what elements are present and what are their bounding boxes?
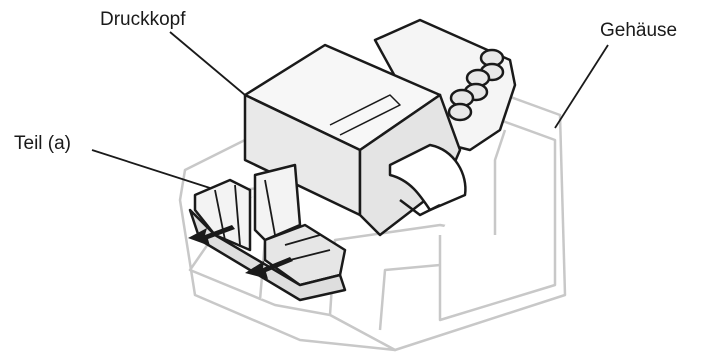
label-print-head: Druckkopf [100, 10, 186, 29]
leader-housing [555, 45, 608, 128]
leader-print-head [170, 32, 245, 95]
label-housing: Gehäuse [600, 21, 677, 40]
label-part-a: Teil (a) [14, 134, 71, 153]
